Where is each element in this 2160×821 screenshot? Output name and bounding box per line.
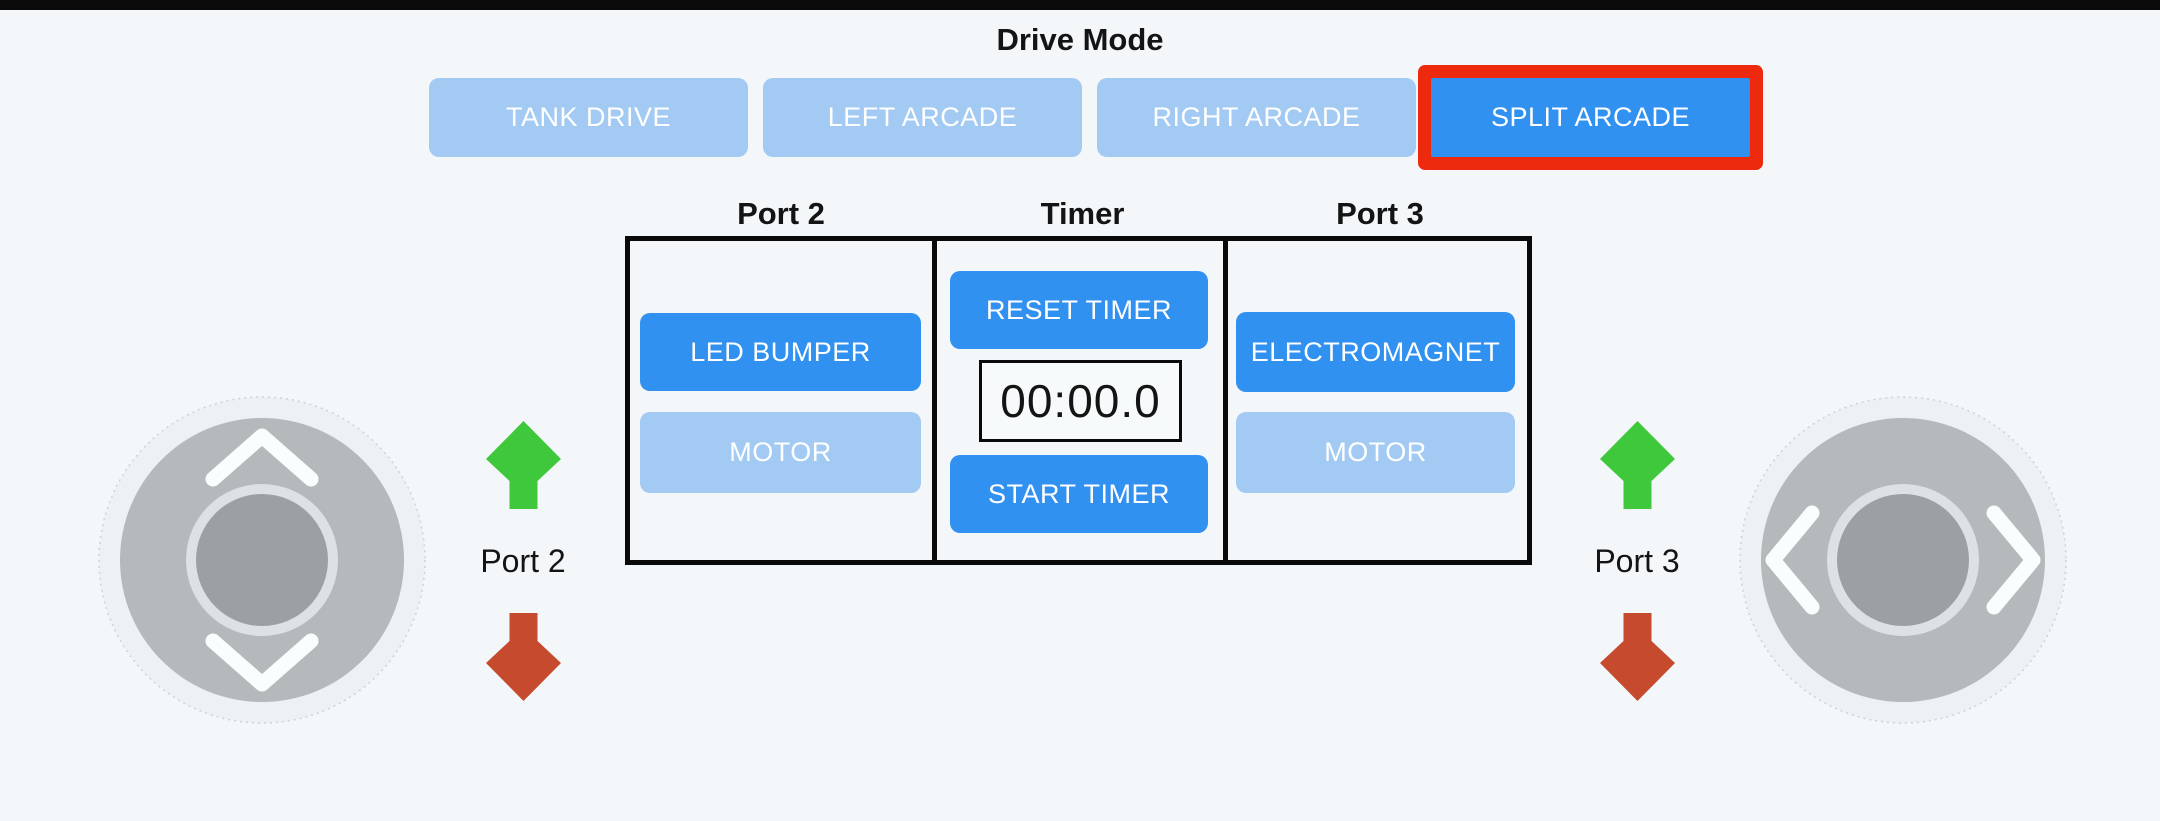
port2-joystick-label: Port 2: [480, 543, 566, 579]
port3-motor-button[interactable]: MOTOR: [1236, 412, 1515, 493]
port3-direction-indicator: Port 3: [1567, 421, 1707, 701]
port2-column-header: Port 2: [737, 196, 825, 231]
electromagnet-button[interactable]: ELECTROMAGNET: [1236, 312, 1515, 392]
port2-column: LED BUMPER MOTOR: [630, 241, 932, 560]
joystick-knob[interactable]: [1837, 494, 1969, 626]
down-arrow-icon: [485, 613, 561, 701]
right-joystick[interactable]: [1733, 390, 2073, 730]
left-joystick[interactable]: [92, 390, 432, 730]
split-arcade-button[interactable]: SPLIT ARCADE: [1431, 78, 1750, 157]
timer-display: 00:00.0: [979, 360, 1182, 442]
start-timer-button[interactable]: START TIMER: [950, 455, 1208, 533]
chevron-up-icon: [205, 428, 319, 487]
port3-joystick-label: Port 3: [1594, 543, 1680, 579]
port3-column: ELECTROMAGNET MOTOR: [1223, 241, 1517, 560]
page-title: Drive Mode: [996, 22, 1164, 57]
down-arrow-icon: [1599, 613, 1675, 701]
top-bar: [0, 0, 2160, 10]
control-panel-table: LED BUMPER MOTOR RESET TIMER 00:00.0 STA…: [625, 236, 1532, 565]
led-bumper-button[interactable]: LED BUMPER: [640, 313, 921, 391]
left-arcade-button[interactable]: LEFT ARCADE: [763, 78, 1082, 157]
port3-column-header: Port 3: [1336, 196, 1424, 231]
joystick-knob[interactable]: [196, 494, 328, 626]
port2-direction-indicator: Port 2: [453, 421, 593, 701]
chevron-left-icon: [1765, 505, 1820, 615]
right-arcade-button[interactable]: RIGHT ARCADE: [1097, 78, 1416, 157]
tank-drive-button[interactable]: TANK DRIVE: [429, 78, 748, 157]
up-arrow-icon: [1599, 421, 1675, 509]
timer-column-header: Timer: [1040, 196, 1125, 231]
reset-timer-button[interactable]: RESET TIMER: [950, 271, 1208, 349]
drive-mode-button-group: TANK DRIVE LEFT ARCADE RIGHT ARCADE SPLI…: [429, 78, 1750, 157]
chevron-down-icon: [205, 633, 319, 692]
timer-column: RESET TIMER 00:00.0 START TIMER: [932, 241, 1223, 560]
port2-motor-button[interactable]: MOTOR: [640, 412, 921, 493]
up-arrow-icon: [485, 421, 561, 509]
chevron-right-icon: [1986, 505, 2041, 615]
